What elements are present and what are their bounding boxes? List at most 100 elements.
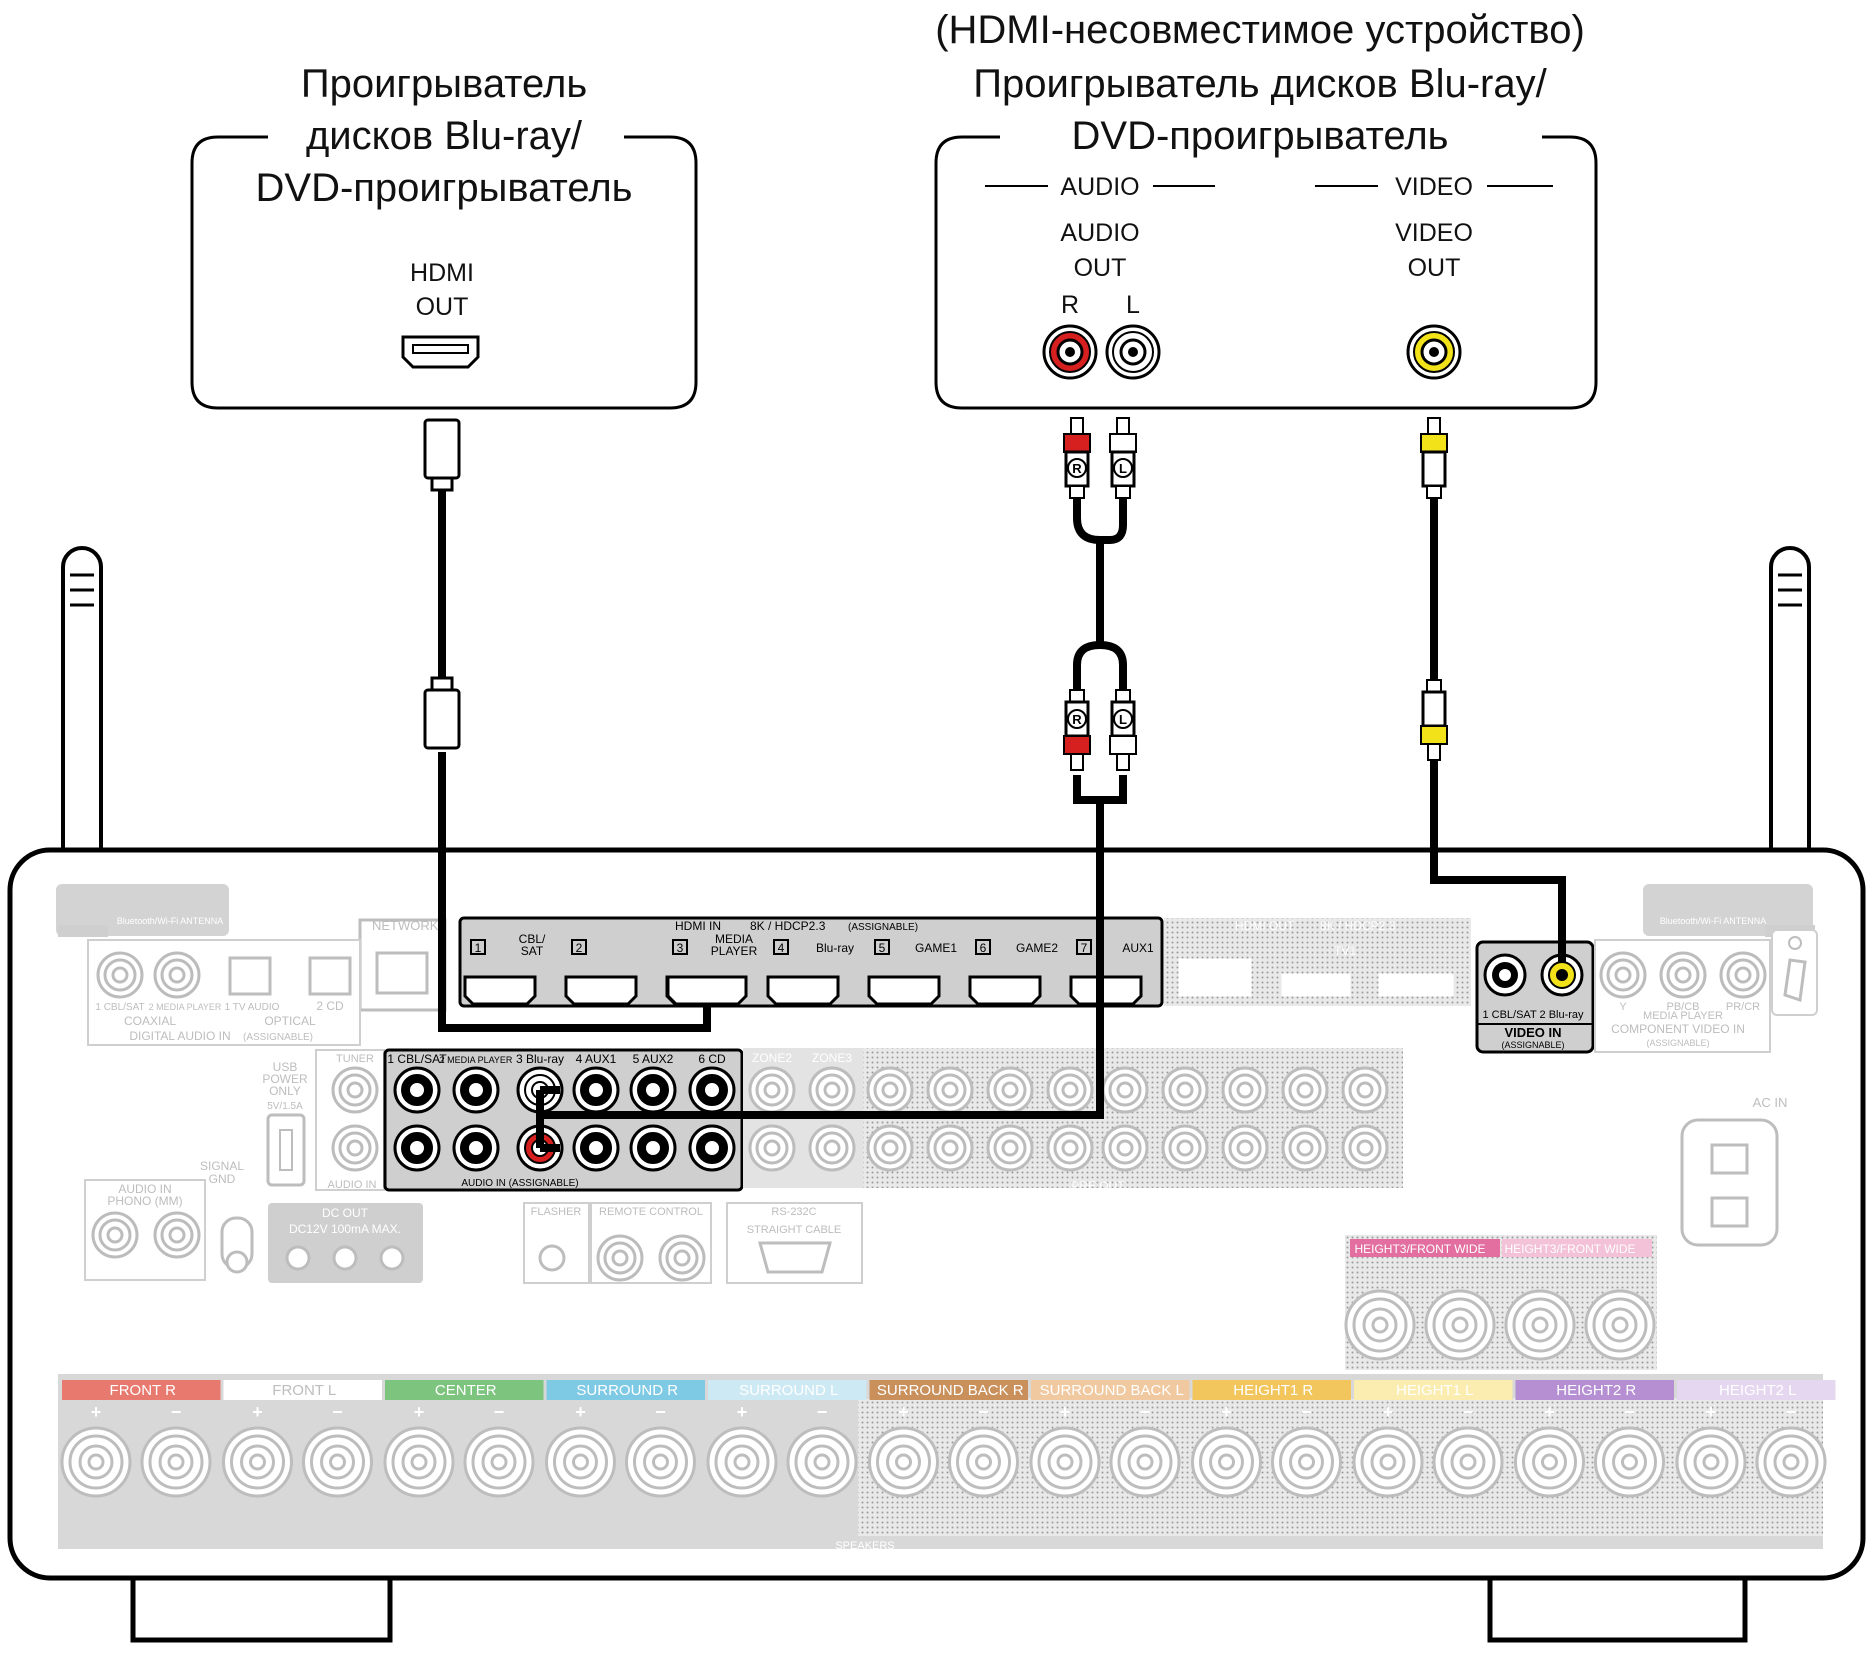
hdmi-in-name: CBL/: [519, 932, 546, 946]
audio-in-2[interactable]: 2 MEDIA PLAYER: [440, 1055, 513, 1172]
component-pb: PB/CB: [1666, 1001, 1699, 1013]
video-in-panel: 1 CBL/SAT 2 Blu-ray VIDEO IN (ASSIGNABLE…: [1475, 940, 1595, 1054]
video-cable: [1430, 485, 1566, 962]
audio-in-footer: AUDIO IN (ASSIGNABLE): [461, 1178, 578, 1189]
hdmi-port[interactable]: [968, 975, 1042, 1006]
speaker-center[interactable]: CENTER+−: [383, 1380, 544, 1498]
analog-source-device: [934, 135, 1598, 410]
svg-text:+: +: [252, 1402, 263, 1422]
phono-label-2: PHONO (MM): [107, 1194, 182, 1208]
rca-plug-video: [1420, 417, 1448, 499]
svg-text:+: +: [1544, 1402, 1555, 1422]
network-label: NETWORK: [372, 918, 439, 933]
svg-text:+: +: [1221, 1402, 1232, 1422]
speaker-surround-l[interactable]: SURROUND L+−: [706, 1380, 867, 1498]
hdmi-port[interactable]: [1069, 975, 1143, 1006]
hdmi-out-spec: 8K / HDCP2.3: [1320, 919, 1396, 933]
dc-out-spec: DC12V 100mA MAX.: [289, 1222, 401, 1236]
audio-in-label: 4 AUX1: [576, 1052, 617, 1066]
left-foot: [130, 1578, 393, 1643]
audio-in-label: 6 CD: [698, 1052, 726, 1066]
hdmi-in-panel: HDMI IN 8K / HDCP2.3 (ASSIGNABLE) 1CBL/S…: [458, 916, 1255, 1008]
zone3-label: ZONE3: [812, 1051, 852, 1065]
video-group-label: VIDEO: [1395, 173, 1473, 201]
video-out-label-1: VIDEO: [1395, 219, 1473, 247]
speaker-label: HEIGHT2 R: [1556, 1382, 1636, 1399]
speaker-height1-l[interactable]: HEIGHT1 L+−: [1352, 1380, 1513, 1498]
hdmi-port[interactable]: [867, 975, 941, 1006]
remote-title: REMOTE CONTROL: [599, 1206, 703, 1218]
left-antenna: [61, 546, 103, 928]
hdmi-in-num: 4: [778, 941, 785, 955]
hdmi-port-label-2: OUT: [415, 293, 469, 321]
receiver: Bluetooth/Wi-Fi ANTENNA Bluetooth/Wi-Fi …: [7, 546, 1866, 1643]
hdmi-in-name: GAME1: [915, 941, 957, 955]
speaker-label: HEIGHT1 R: [1233, 1382, 1313, 1399]
audio-in-1[interactable]: 1 CBL/SAT: [387, 1052, 447, 1172]
right-foot: [1487, 1578, 1748, 1643]
right-antenna-label: Bluetooth/Wi-Fi ANTENNA: [1660, 916, 1767, 926]
phono-in: AUDIO IN PHONO (MM) SIGNAL GND: [84, 1159, 254, 1281]
hdmi-port[interactable]: [463, 975, 537, 1006]
speaker-front-l[interactable]: FRONT L+−: [222, 1380, 383, 1498]
svg-text:−: −: [332, 1402, 343, 1422]
usb-label-2: POWER: [262, 1072, 308, 1086]
speakers-footer: SPEAKERS: [835, 1540, 894, 1552]
digital-audio-footer: DIGITAL AUDIO IN: [129, 1029, 230, 1043]
hdmi-port[interactable]: [766, 975, 840, 1006]
analog-device-note: (HDMI-несовместимое устройство): [935, 8, 1585, 52]
speaker-label: SURROUND R: [576, 1382, 678, 1399]
pre-out-footer: PRE OUT: [1071, 1179, 1125, 1193]
speaker-height1-r[interactable]: HEIGHT1 R+−: [1191, 1380, 1352, 1498]
hdmi-port[interactable]: [564, 975, 638, 1006]
svg-text:−: −: [171, 1402, 182, 1422]
speaker-height2-l[interactable]: HEIGHT2 L+−: [1675, 1380, 1836, 1498]
height3-r-label: HEIGHT3/FRONT WIDE: [1354, 1242, 1485, 1256]
analog-device-title-2: DVD-проигрыватель: [1071, 114, 1449, 158]
speaker-front-r[interactable]: FRONT R+−: [60, 1380, 221, 1498]
component-sub: MEDIA PLAYER: [1643, 1010, 1723, 1022]
speaker-height2-r[interactable]: HEIGHT2 R+ −: [1514, 1380, 1675, 1498]
audio-in-label: 1 CBL/SAT: [387, 1052, 447, 1066]
svg-text:+: +: [1060, 1402, 1071, 1422]
hdmi-in-5[interactable]: 5 GAME1: [867, 939, 957, 1006]
audio-in-label: 2 MEDIA PLAYER: [440, 1055, 513, 1065]
rca-plug-l: L: [1109, 417, 1137, 499]
hdmi-in-title: HDMI IN: [675, 919, 721, 933]
audio-in-4[interactable]: 4 AUX1: [572, 1052, 620, 1172]
svg-text:−: −: [1624, 1402, 1635, 1422]
svg-text:−: −: [655, 1402, 666, 1422]
rs232-sub: STRAIGHT CABLE: [747, 1224, 842, 1236]
svg-text:−: −: [494, 1402, 505, 1422]
hdmi-in-name: MEDIA: [715, 932, 753, 946]
speaker-terminals: FRONT R+−FRONT L+−CENTER+−SURROUND R+−SU…: [58, 1374, 1836, 1552]
component-pr: PR/CR: [1726, 1001, 1760, 1013]
height3-l-label: HEIGHT3/FRONT WIDE: [1504, 1242, 1635, 1256]
hdmi-in-assignable: (ASSIGNABLE): [848, 922, 918, 933]
video-in-assignable: (ASSIGNABLE): [1501, 1040, 1564, 1050]
usb-label-1: USB: [273, 1060, 298, 1074]
speaker-surround-back-l[interactable]: SURROUND BACK L+−: [1029, 1380, 1190, 1498]
svg-text:+: +: [91, 1402, 102, 1422]
svg-text:R: R: [1072, 461, 1082, 476]
speaker-surround-r[interactable]: SURROUND R+−: [545, 1380, 706, 1498]
audio-group-label: AUDIO: [1060, 173, 1140, 201]
audio-in-5[interactable]: 5 AUX2: [629, 1052, 677, 1172]
control-ports: FLASHER REMOTE CONTROL RS-232C STRAIGHT …: [523, 1202, 863, 1284]
hdmi-device-title-1: Проигрыватель: [300, 62, 588, 106]
hdmi-in-name: AUX1: [1122, 941, 1154, 955]
speaker-surround-back-r[interactable]: SURROUND BACK R+−: [868, 1380, 1029, 1498]
hdmi-in-2[interactable]: 2: [564, 939, 638, 1006]
usb-label-3: ONLY: [269, 1084, 301, 1098]
hdmi-device-title-2: дисков Blu-ray/: [305, 114, 583, 158]
analog-device-title-1: Проигрыватель дисков Blu-ray/: [973, 62, 1547, 106]
svg-text:−: −: [1140, 1402, 1151, 1422]
hdmi-in-num: 5: [879, 941, 886, 955]
audio-in-6[interactable]: 6 CD: [688, 1052, 736, 1172]
hdmi-out-panel: HDMI OUT 8K / HDCP2.3 TV1: [1164, 918, 1471, 1006]
